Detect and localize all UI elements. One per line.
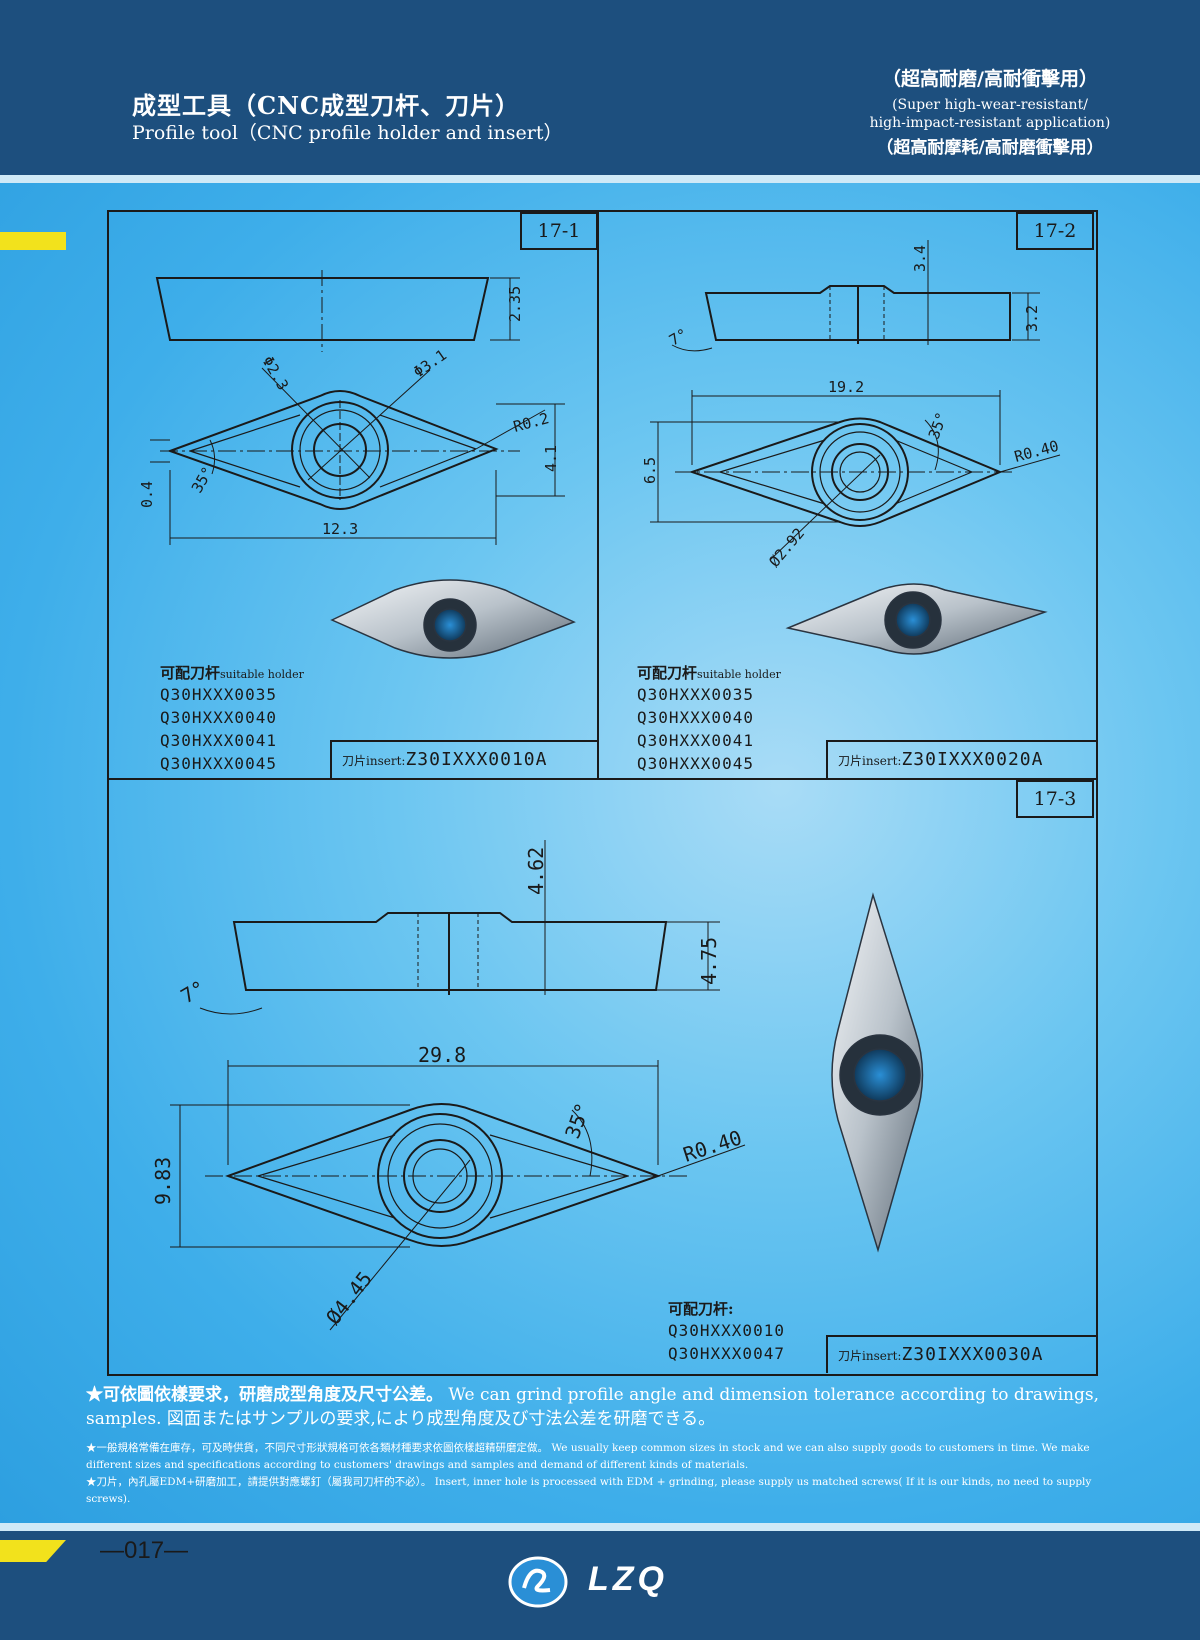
note-grinding-en: We can grind profile angle and dimension… [86,1385,1099,1429]
top-view-17-2 [650,390,1061,561]
holder-list-17-2: 可配刀杆suitable holder Q30HXXX0035 Q30HXXX0… [637,662,781,775]
dim-17-2-angle-side: 7° [666,325,691,350]
yellow-footer-accent [0,1540,66,1562]
dim-17-1-radius: R0.2 [511,409,551,436]
dim-17-3-radius: R0.40 [680,1125,745,1166]
top-view-17-3 [170,1060,746,1331]
holder-item: Q30HXXX0045 [637,754,754,773]
dim-17-2-angle: 35° [925,410,951,442]
insert-photo-17-1 [330,579,576,659]
holder-item: Q30HXXX0040 [160,708,277,727]
dim-17-3-angle: 35° [560,1100,595,1142]
dim-17-1-width: 4.1 [542,445,560,472]
dim-17-1-thick: 2.35 [506,286,524,322]
side-view-17-3 [199,840,720,1015]
holder-item: Q30HXXX0047 [668,1344,785,1363]
section-tag-17-2: 17-2 [1016,212,1094,250]
dim-17-3-top: 4.62 [524,847,548,895]
holder-item: Q30HXXX0035 [637,685,754,704]
section-tag-17-1: 17-1 [520,212,598,250]
holder-item: Q30HXXX0035 [160,685,277,704]
dim-17-2-hole: Ø2.92 [765,524,808,570]
header-stripe [0,175,1200,183]
dim-17-2-length: 19.2 [828,378,864,396]
application-cn: （超高耐磨/高耐衝擊用） [882,68,1098,90]
title-english: Profile tool（CNC profile holder and inse… [132,122,563,144]
insert-photo-17-2 [785,583,1048,655]
dim-17-3-hole: Ø4.45 [321,1267,377,1329]
dim-17-3-length: 29.8 [418,1043,466,1067]
dim-17-2-width: 6.5 [641,457,659,484]
title-chinese: 成型工具（CNC成型刀杆、刀片） [132,91,521,120]
note-grinding-jp: 図面またはサンプルの要求,により成型角度及び寸法公差を研磨できる。 [166,1409,716,1429]
holder-item: Q30HXXX0041 [160,731,277,750]
holder-title: 可配刀杆: [668,1300,734,1318]
dim-17-2-thick: 3.2 [1023,305,1041,332]
yellow-accent-bar [0,232,66,250]
application-en-2: high-impact-resistant application) [869,115,1111,131]
holder-item: Q30HXXX0010 [668,1321,785,1340]
holder-item: Q30HXXX0040 [637,708,754,727]
brand-logo-icon [508,1556,568,1608]
dim-17-1-angle: 35° [188,464,217,496]
dim-17-3-angle-side: 7° [177,975,210,1008]
holder-item: Q30HXXX0045 [160,754,277,773]
insert-photo-17-3 [831,892,924,1253]
application-tw: （超高耐摩耗/高耐磨衝擊用） [876,138,1104,158]
note-grinding-cn: ★可依圖依樣要求，研磨成型角度及尺寸公差。 [86,1385,443,1405]
dim-17-1-tip: 0.4 [138,481,156,508]
dim-17-1-hole-large: Φ3.1 [410,346,450,381]
panel-divider-vertical [597,210,599,778]
note-stock-and-screws: ★一般規格常備在庫存，可及時供貨，不同尺寸形狀規格可依各類材種要求依圖依樣超精研… [86,1440,1126,1508]
insert-code-17-3: 刀片insert:Z30IXXX0030A [826,1335,1096,1373]
dim-17-3-thick: 4.75 [697,937,721,985]
drawing-panel [107,210,1098,1376]
panel-divider-horizontal [107,778,1096,780]
application-en-1: (Super high-wear-resistant/ [892,97,1088,113]
holder-title: 可配刀杆suitable holder [160,664,304,682]
note-screws: ★刀片，內孔屬EDM+研磨加工，請提供對應螺釘（屬我司刀杆的不必）。 Inser… [86,1476,1092,1505]
insert-code-17-2: 刀片insert:Z30IXXX0020A [826,740,1096,778]
section-tag-17-3: 17-3 [1016,780,1094,818]
page-number: —017— [100,1537,189,1564]
note-grinding: ★可依圖依樣要求，研磨成型角度及尺寸公差。 We can grind profi… [86,1383,1126,1431]
holder-list-17-1: 可配刀杆suitable holder Q30HXXX0035 Q30HXXX0… [160,662,304,775]
top-view-17-1 [150,367,565,545]
dim-17-1-length: 12.3 [322,520,358,538]
application-note: （超高耐磨/高耐衝擊用） (Super high-wear-resistant/… [800,64,1180,158]
dim-17-1-hole-small: Φ2.3 [259,353,293,393]
side-view-17-1 [155,270,520,352]
insert-code-17-1: 刀片insert:Z30IXXX0010A [330,740,599,778]
footer-stripe [0,1523,1200,1531]
brand-name: LZQ [588,1560,668,1598]
holder-title: 可配刀杆suitable holder [637,664,781,682]
dim-17-3-width: 9.83 [151,1157,175,1205]
header-band [0,0,1200,175]
dim-17-2-top: 3.4 [911,245,929,272]
side-view-17-2 [671,240,1040,352]
note-stock: ★一般規格常備在庫存，可及時供貨，不同尺寸形狀規格可依各類材種要求依圖依樣超精研… [86,1442,1090,1471]
footer-band [0,1531,1200,1640]
holder-item: Q30HXXX0041 [637,731,754,750]
holder-list-17-3: 可配刀杆: Q30HXXX0010 Q30HXXX0047 [668,1298,785,1365]
